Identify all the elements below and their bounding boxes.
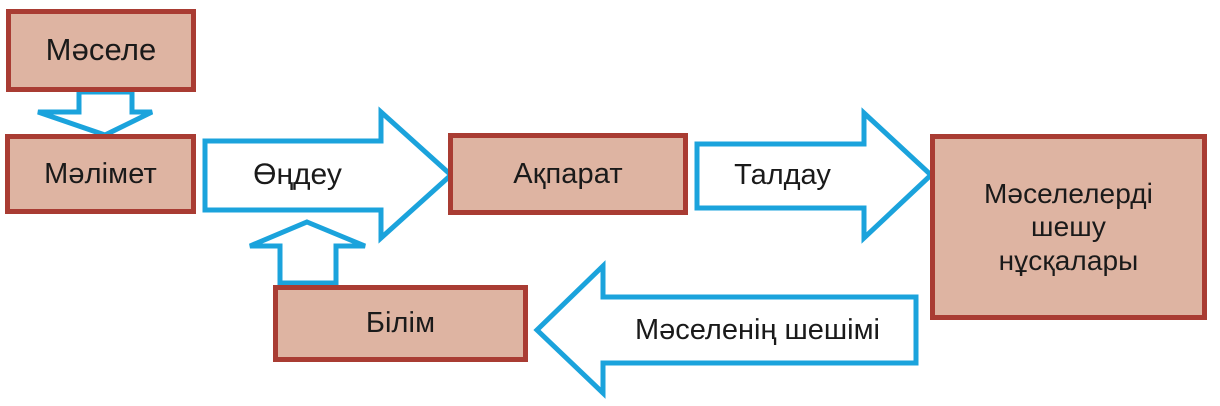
node-box-problem (6, 9, 196, 92)
node-box-knowledge (273, 285, 528, 362)
node-box-solution-options (930, 134, 1207, 320)
node-data-label: Мәлімет (44, 157, 157, 190)
node-knowledge-label: Білім (365, 307, 436, 340)
node-problem: Мәселе (6, 9, 196, 92)
node-solution-options: Мәселелерді шешу нұсқалары (930, 134, 1207, 320)
node-data: Мәлімет (5, 134, 196, 214)
node-solution-options-label: Мәселелерді шешу нұсқалары (983, 178, 1154, 276)
node-box-information (448, 133, 688, 215)
node-information-label: Ақпарат (513, 157, 623, 190)
arrow-problem-to-data (37, 89, 154, 138)
arrow-problem-solution (533, 260, 919, 399)
arrow-processing (202, 106, 455, 244)
arrow-knowledge-feedback (249, 219, 366, 286)
node-problem-label: Мәселе (45, 32, 157, 68)
arrow-analysis (694, 107, 935, 244)
node-information: Ақпарат (448, 133, 688, 215)
node-knowledge: Білім (273, 285, 528, 362)
node-box-data (5, 134, 196, 214)
